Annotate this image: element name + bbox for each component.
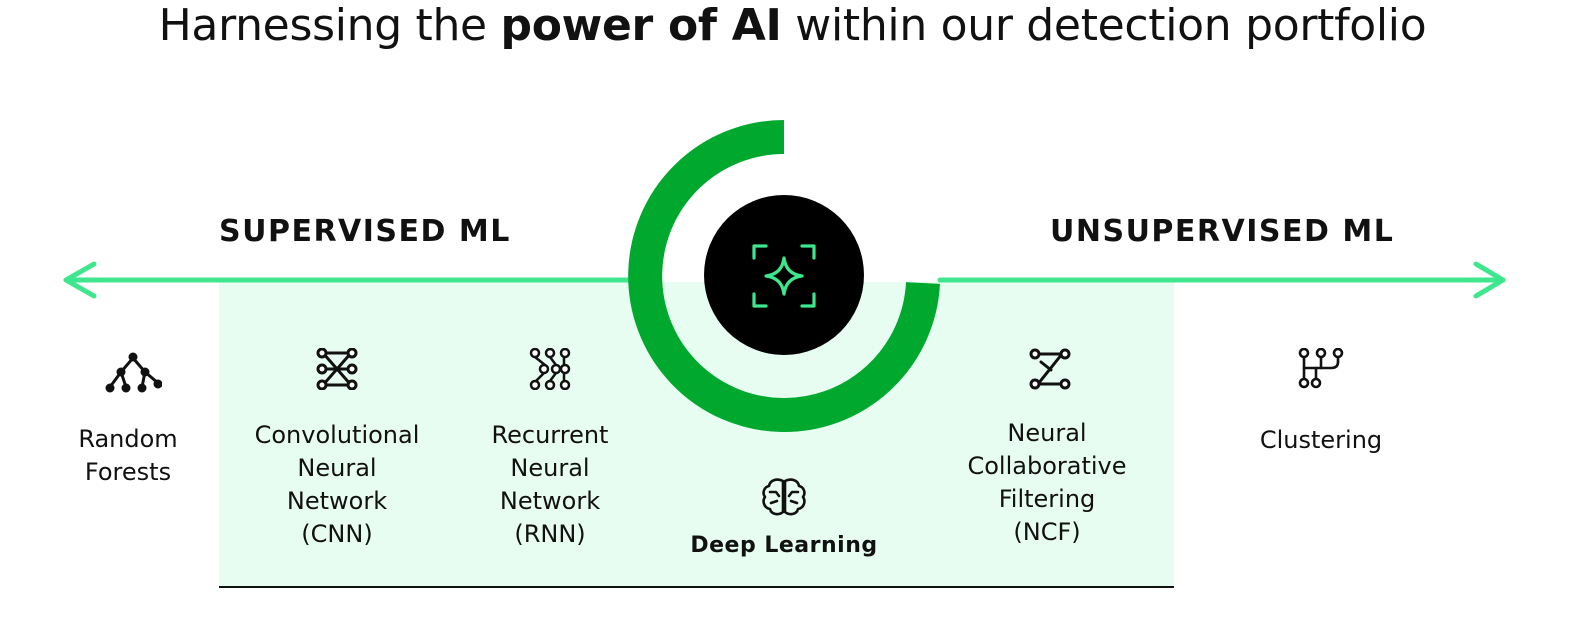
rnn-label: Recurrent Neural Network (RNN) [491,421,609,548]
page-title: Harnessing the power of AI within our de… [0,0,1585,52]
title-prefix: Harnessing the [158,0,501,51]
unsupervised-ml-heading: UNSUPERVISED ML [1050,214,1395,249]
title-suffix: within our detection portfolio [781,0,1427,51]
right-arrow [937,261,1506,299]
random-forests-label: Random Forests [78,425,178,486]
title-emphasis: power of AI [500,0,782,51]
ncf-graph-icon [1029,348,1071,390]
rnn-grid-icon [529,348,571,390]
decision-tree-icon [105,352,162,393]
progress-ring [628,120,940,432]
left-arrow [63,261,643,299]
clustering-label: Clustering [1259,426,1383,454]
ncf-label: Neural Collaborative Filtering (NCF) [967,419,1127,546]
brain-icon [762,478,806,516]
supervised-ml-heading: SUPERVISED ML [219,214,511,249]
deep-learning-label: Deep Learning [690,533,878,558]
deep-learning-band [219,282,1174,587]
center-core [704,195,864,355]
cnn-network-icon [316,348,358,390]
cnn-label: Convolutional Neural Network (CNN) [254,421,420,548]
band-baseline [219,586,1174,588]
cluster-tree-icon [1298,348,1344,389]
ai-sparkle-scan-icon [752,244,816,308]
